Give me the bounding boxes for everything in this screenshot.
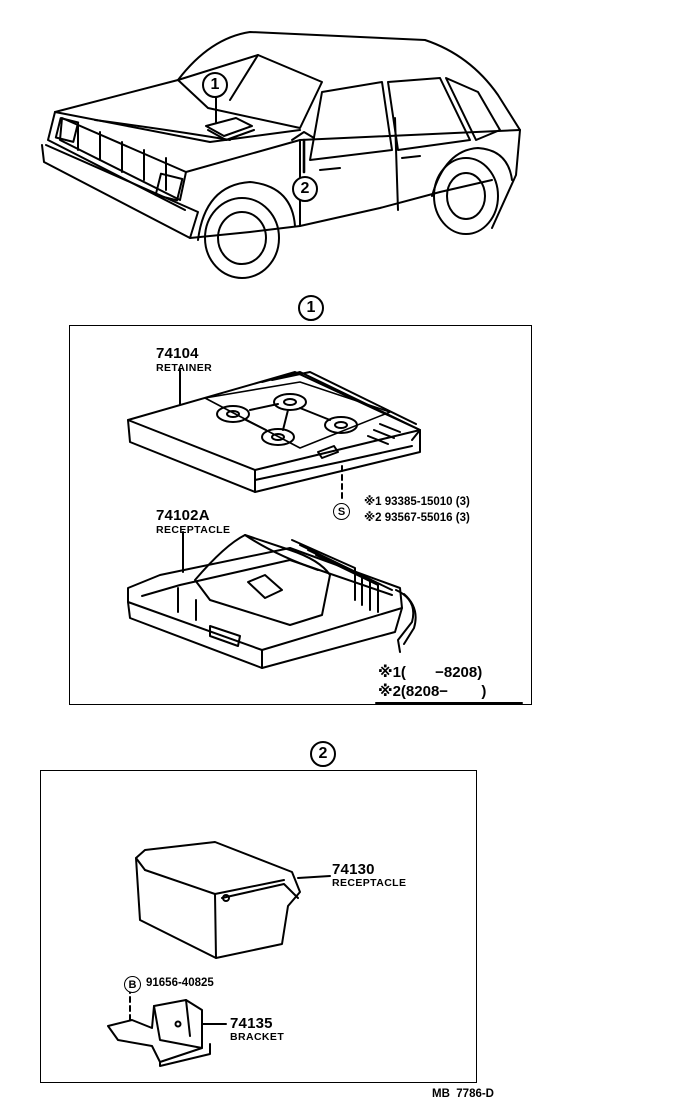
section-2-heading: 2	[310, 741, 336, 767]
retainer-label: RETAINER	[156, 362, 213, 374]
bracket-drawing	[107, 991, 227, 1067]
bolt-symbol: B	[124, 976, 141, 993]
screw-symbol: S	[333, 503, 350, 520]
bracket-part-number: 74135	[230, 1015, 273, 1032]
receptacle-part-number: 74102A	[156, 507, 210, 524]
callout-2-car: 2	[292, 176, 318, 202]
section-2-frame	[40, 770, 477, 1083]
screw-ref-1: ※1 93385-15010 (3)	[364, 496, 470, 508]
diagram-code: MB 7786-D	[432, 1088, 494, 1100]
receptacle-2-drawing	[135, 841, 331, 959]
retainer-drawing	[127, 369, 421, 503]
bolt-part-number: 91656-40825	[146, 977, 214, 989]
retainer-part-number: 74104	[156, 345, 199, 362]
section-1-frame	[69, 325, 532, 705]
receptacle-label: RECEPTACLE	[156, 524, 231, 536]
receptacle-2-part-number: 74130	[332, 861, 375, 878]
callout-1-car: 1	[202, 72, 228, 98]
screw-ref-2: ※2 93567-55016 (3)	[364, 512, 470, 524]
section-1-heading: 1	[298, 295, 324, 321]
date-range-1: ※1( −8208)	[378, 664, 483, 681]
receptacle-2-label: RECEPTACLE	[332, 877, 407, 889]
bracket-label: BRACKET	[230, 1031, 285, 1043]
car-illustration	[41, 31, 521, 279]
receptacle-drawing	[127, 531, 417, 669]
date-range-2: ※2(8208− )	[378, 683, 487, 700]
